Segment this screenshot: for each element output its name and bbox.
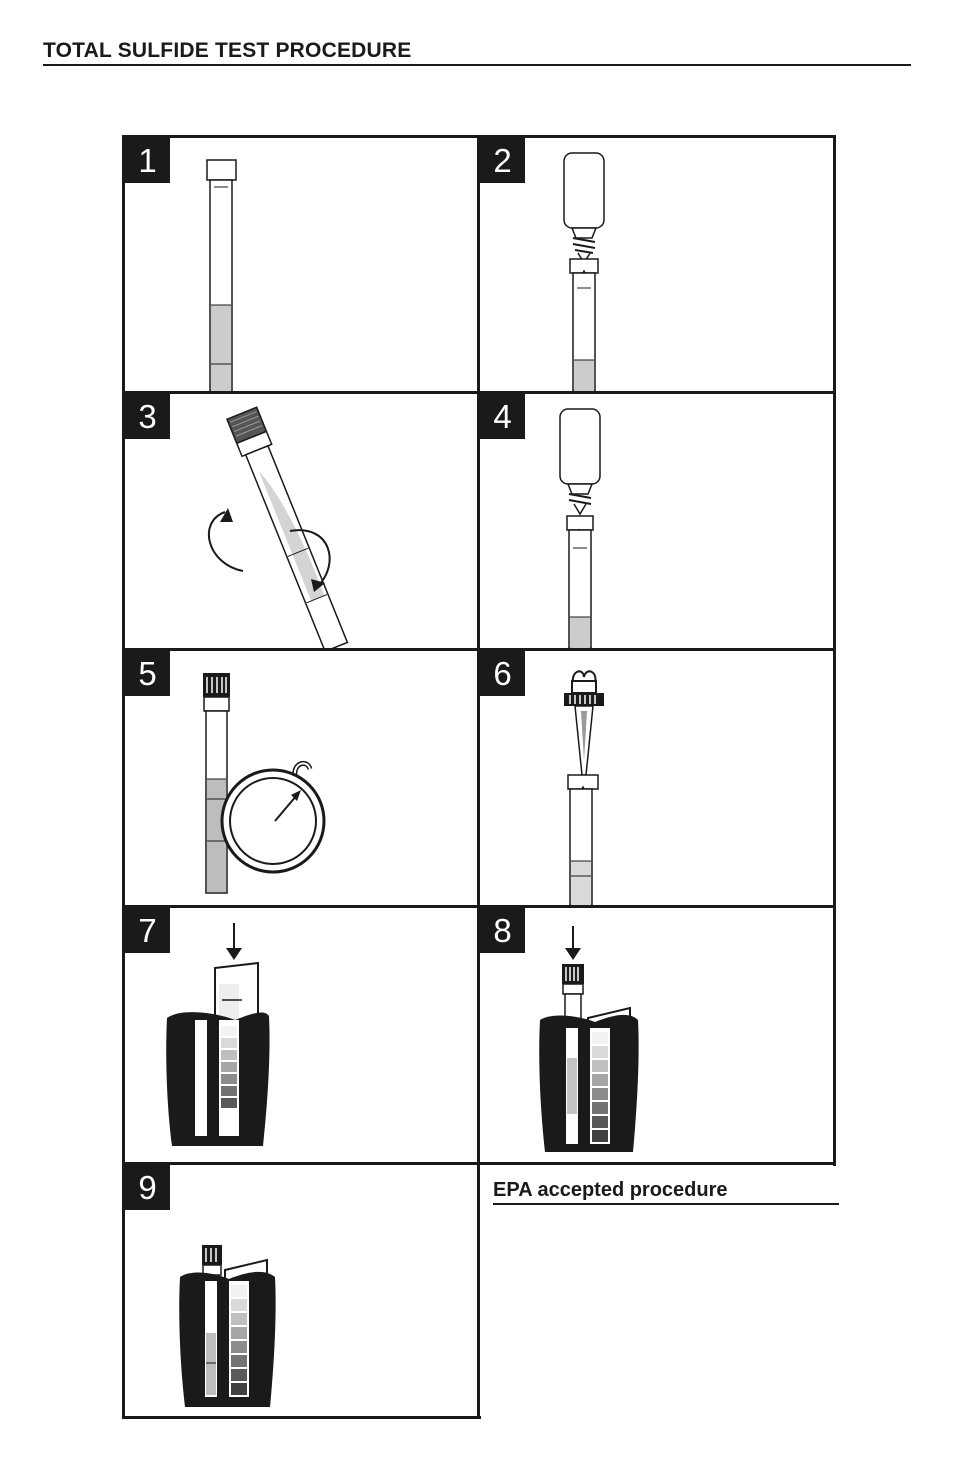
step-panel-3: 3 — [125, 394, 477, 648]
step-number: 2 — [480, 138, 525, 183]
epa-accepted-note: EPA accepted procedure — [493, 1178, 839, 1205]
step-panel-9: 9 — [125, 1165, 477, 1416]
step-panel-2: 2 — [480, 138, 833, 391]
step-number: 1 — [125, 138, 170, 183]
grid-divider-row-4 — [122, 1162, 836, 1165]
step-panel-5: 5 — [125, 651, 477, 905]
page-title: TOTAL SULFIDE TEST PROCEDURE — [43, 38, 911, 66]
comparator-reading-icon — [179, 1245, 276, 1407]
dropper-dispensing-icon — [564, 670, 604, 905]
step-panel-6: 6 — [480, 651, 833, 905]
grid-divider-row-2 — [122, 648, 836, 651]
step-number: 9 — [125, 1165, 170, 1210]
step-panel-7: 7 — [125, 908, 477, 1162]
grid-border-bottom — [122, 1416, 481, 1419]
step-number: 8 — [480, 908, 525, 953]
comparator-insert-icon — [166, 923, 270, 1146]
step-number: 6 — [480, 651, 525, 696]
grid-divider-center — [477, 135, 480, 1419]
capped-tube-inverting-icon — [207, 406, 349, 648]
step-panel-8: 8 — [480, 908, 833, 1162]
sample-tube-icon — [206, 159, 237, 391]
tube-into-comparator-icon — [539, 926, 639, 1152]
step-number: 5 — [125, 651, 170, 696]
grid-divider-row-3 — [122, 905, 836, 908]
step-panel-4: 4 — [480, 394, 833, 648]
step-panel-1: 1 — [125, 138, 477, 391]
grid-border-left — [122, 135, 125, 1419]
reagent-bottle-dispensing-icon — [563, 152, 605, 391]
step-number: 4 — [480, 394, 525, 439]
reagent-bottle-dispensing-icon — [559, 408, 601, 648]
tube-with-timer-icon — [203, 673, 326, 894]
step-number: 7 — [125, 908, 170, 953]
grid-divider-row-1 — [122, 391, 836, 394]
step-number: 3 — [125, 394, 170, 439]
